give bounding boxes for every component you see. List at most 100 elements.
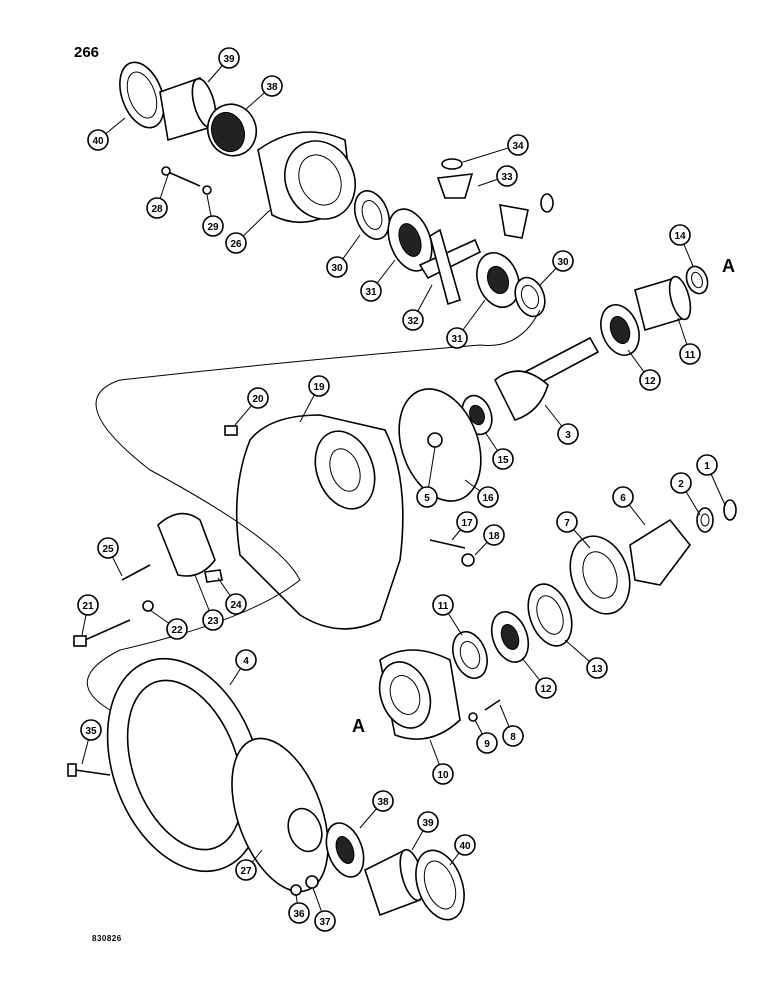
svg-text:24: 24 [230,600,242,611]
svg-text:39: 39 [422,818,434,829]
svg-text:18: 18 [488,531,500,542]
page-number: 266 [74,44,100,61]
callout-1: 1 [696,454,726,506]
svg-text:29: 29 [207,222,219,233]
reference-mark-a-top: A [722,256,735,276]
callout-12-top: 12 [627,349,661,391]
callout-7: 7 [556,511,591,549]
callout-38-top: 38 [244,75,283,111]
figure-code: 830826 [92,934,122,943]
svg-text:33: 33 [501,172,513,183]
assembly-connector-line [86,309,541,711]
cone-bearing-carrier [490,611,530,663]
svg-text:14: 14 [674,231,686,242]
svg-text:19: 19 [313,382,325,393]
svg-text:8: 8 [510,732,516,743]
case-nut [305,875,319,889]
differential-case-flange [231,737,329,893]
spider-cross [418,228,482,306]
reference-mark-a-bottom: A [352,716,365,736]
callout-11-bottom: 11 [432,594,463,636]
callout-31-right: 31 [446,299,486,349]
svg-text:21: 21 [82,601,94,612]
callout-38-bottom: 38 [359,790,394,829]
callout-39-bottom: 39 [411,811,439,851]
callout-6: 6 [612,486,646,526]
cotter-pin [121,564,151,581]
yoke-nut [723,499,737,521]
side-gear-right [476,252,520,308]
svg-text:40: 40 [92,136,104,147]
callout-12-bottom: 12 [521,657,557,699]
svg-text:11: 11 [685,350,696,361]
svg-text:20: 20 [252,394,264,405]
svg-text:35: 35 [85,726,97,737]
bearing-cup-carrier [452,630,488,680]
svg-text:30: 30 [557,257,569,268]
bearing-cap [157,512,216,577]
svg-text:23: 23 [207,616,219,627]
callout-25: 25 [97,537,123,577]
callout-36: 36 [288,894,310,924]
callout-15: 15 [484,431,514,470]
callout-22: 22 [149,609,188,640]
yoke-washer [696,507,714,533]
callout-26: 26 [225,209,271,254]
callout-35: 35 [80,719,102,765]
oil-seal [569,535,631,615]
callout-8: 8 [499,704,524,747]
differential-case-half [257,131,356,223]
svg-text:36: 36 [293,909,305,920]
ring-gear [106,657,264,873]
pinion-carrier [378,649,461,740]
callout-31-left: 31 [360,259,396,302]
cone-bearing-top [206,103,258,157]
callout-9: 9 [474,719,498,754]
svg-text:1: 1 [704,461,710,472]
svg-text:25: 25 [102,544,114,555]
svg-text:27: 27 [240,866,252,877]
pinion-gear-lower [499,204,529,239]
side-gear-left [387,208,433,272]
svg-text:4: 4 [243,656,249,667]
svg-text:13: 13 [591,664,603,675]
svg-text:16: 16 [482,493,494,504]
ring-gear-bolt [67,763,111,777]
svg-text:26: 26 [230,239,242,250]
svg-text:39: 39 [223,54,235,65]
callout-13: 13 [564,639,608,679]
svg-text:28: 28 [151,204,163,215]
callout-17: 17 [451,511,478,541]
callout-30-left: 30 [326,234,361,278]
svg-text:3: 3 [565,430,571,441]
carrier-bolt [484,699,501,711]
lock-plate [204,569,223,583]
svg-text:40: 40 [459,841,471,852]
callout-40-bottom: 40 [449,834,476,866]
pinion-washers [441,158,554,213]
bearing-cup-top [159,76,217,142]
callout-34: 34 [462,134,529,163]
shim-ring [685,265,709,295]
svg-text:32: 32 [407,316,419,327]
svg-text:12: 12 [540,684,552,695]
pinion-shaft [493,336,600,421]
stud-nut [461,553,475,567]
pinion-yoke [629,518,692,586]
svg-text:30: 30 [331,263,343,274]
pinion-gear-upper [436,173,474,199]
svg-text:38: 38 [266,82,278,93]
svg-text:5: 5 [424,493,430,504]
callout-20: 20 [234,387,269,426]
housing-gasket [398,388,482,502]
callout-10: 10 [429,739,454,785]
callout-39-top: 39 [207,47,240,83]
cap-bolt [73,619,131,647]
svg-text:12: 12 [644,376,656,387]
callout-30-right: 30 [539,250,574,286]
bearing-adjuster-ring-bottom [415,849,465,921]
svg-text:31: 31 [365,287,377,298]
callout-4: 4 [229,649,257,686]
callout-32: 32 [402,284,433,331]
cone-bearing-bottom [325,822,365,878]
